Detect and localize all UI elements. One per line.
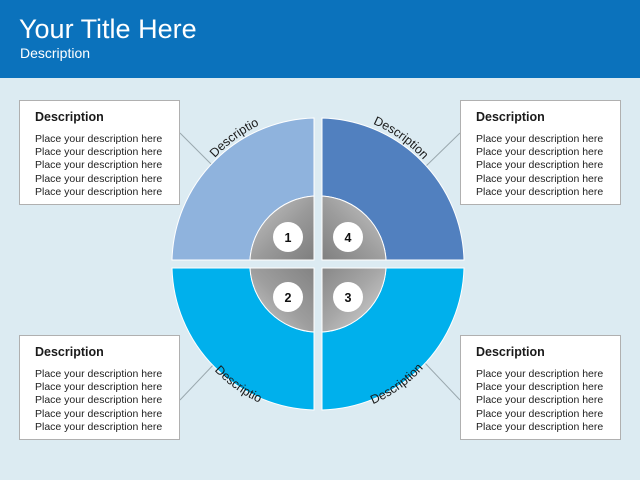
card-body: Place your description here Place your d… [476,368,614,434]
description-card-bottom-left[interactable]: Description Place your description here … [19,335,180,440]
card-line: Place your description here [476,420,604,433]
description-card-top-left[interactable]: Description Place your description here … [19,100,180,205]
badge-3-label: 3 [345,291,352,305]
card-line: Place your description here [35,394,163,407]
connector-top-left [179,132,216,169]
card-title: Description [476,110,545,124]
card-line: Place your description here [476,394,604,407]
card-line: Place your description here [476,368,604,380]
card-line: Place your description here [35,159,163,172]
card-line: Place your description here [35,185,163,198]
card-line: Place your description here [476,133,604,145]
badge-3[interactable]: 3 [333,282,363,312]
card-line: Place your description here [476,159,604,172]
card-body: Place your description here Place your d… [35,368,173,434]
description-card-top-right[interactable]: Description Place your description here … [460,100,621,205]
card-line: Place your description here [35,381,163,394]
card-line: Place your description here [476,146,604,159]
card-line: Place your description here [35,368,163,380]
card-line: Place your description here [35,172,163,185]
badge-2[interactable]: 2 [273,282,303,312]
card-line: Place your description here [35,146,163,159]
card-body: Place your description here Place your d… [476,133,614,199]
badge-1-label: 1 [285,231,292,245]
badge-1[interactable]: 1 [273,222,303,252]
card-title: Description [476,345,545,359]
card-title: Description [35,345,104,359]
card-line: Place your description here [476,172,604,185]
connector-top-right [423,132,461,169]
badge-4-label: 4 [345,231,352,245]
badge-4[interactable]: 4 [333,222,363,252]
card-line: Place your description here [476,185,604,198]
card-line: Place your description here [476,407,604,420]
connector-bottom-left [179,361,217,401]
card-title: Description [35,110,104,124]
header-banner: Your Title Here Description [0,0,640,78]
page-subtitle: Description [20,45,91,61]
card-line: Place your description here [35,420,163,433]
badge-2-label: 2 [285,291,292,305]
description-card-bottom-right[interactable]: Description Place your description here … [460,335,621,440]
card-body: Place your description here Place your d… [35,133,173,199]
connector-bottom-right [423,361,461,401]
card-line: Place your description here [35,407,163,420]
page-title: Your Title Here [19,14,197,44]
card-line: Place your description here [476,381,604,394]
card-line: Place your description here [35,133,163,145]
